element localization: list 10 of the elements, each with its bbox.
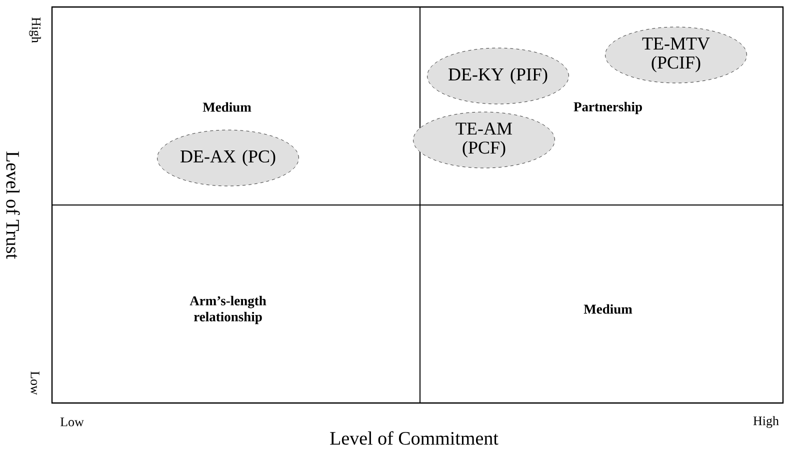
axis-tick-label: High (753, 416, 779, 428)
axis-tick-label: Low (30, 371, 40, 395)
quadrant-label: Medium (202, 102, 252, 112)
axis-title: Level of Commitment (330, 431, 498, 445)
axis-title: Level of Trust (6, 152, 20, 259)
quadrant-label: Medium (584, 304, 632, 314)
quadrant-label: Partnership (574, 102, 642, 114)
axis-tick-label: High (29, 17, 41, 43)
quadrant-label: Arm’s-length relationship (190, 296, 266, 324)
axis-tick-label: Low (60, 418, 84, 426)
